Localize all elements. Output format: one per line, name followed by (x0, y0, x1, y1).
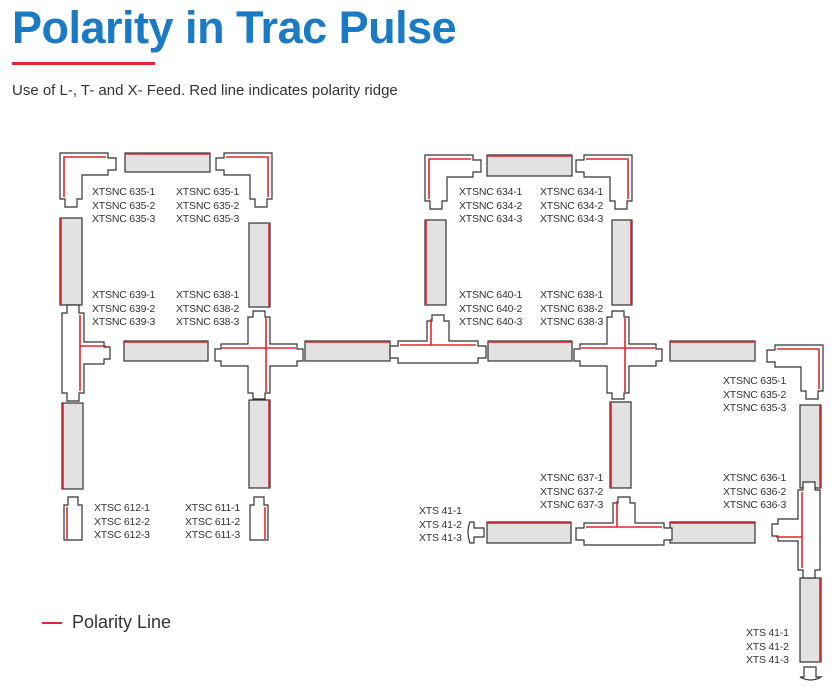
track-rail (487, 340, 573, 362)
part-number: XTSNC 639-3 (92, 316, 156, 328)
part-number: XTSC 611-2 (185, 515, 240, 528)
part-number: XTSNC 638-1 (176, 289, 240, 301)
part-number: XTSNC 635-3 (723, 402, 787, 414)
track-rail (59, 217, 83, 306)
part-number: XTS 41-1 (419, 505, 462, 517)
t-feed-connector (575, 496, 673, 546)
part-number: XTSNC 635-1 (176, 186, 240, 198)
track-rail (248, 399, 271, 489)
l-feed-connector (215, 152, 273, 208)
track-rail (799, 577, 822, 663)
track-rail (486, 521, 572, 544)
part-number: XTS 41-2 (419, 518, 462, 531)
part-number: XTSNC 637-2 (540, 485, 604, 498)
part-number: XTSC 612-2 (94, 515, 150, 528)
track-rail (61, 402, 84, 490)
x-feed-connector (214, 310, 304, 400)
part-number: XTSNC 639-1 (92, 289, 156, 301)
part-number: XTSNC 636-3 (723, 499, 787, 511)
track-rail (424, 219, 447, 306)
part-number: XTSNC 634-2 (459, 199, 523, 212)
end-cap (799, 666, 824, 681)
part-number: XTS 41-1 (746, 627, 789, 639)
t-feed-connector (771, 481, 821, 579)
polarity-line-swatch (42, 621, 62, 624)
part-number: XTSNC 634-3 (459, 213, 523, 225)
track-rail (609, 401, 632, 489)
part-number: XTSNC 635-3 (176, 213, 240, 225)
part-number: XTSNC 634-3 (540, 213, 604, 225)
x-feed-connector (573, 310, 663, 400)
part-number: XTSNC 635-1 (723, 375, 787, 387)
track-rail (669, 340, 756, 362)
t-feed-connector (61, 304, 111, 402)
legend-label: Polarity Line (72, 612, 172, 632)
part-number: XTSNC 635-1 (92, 186, 156, 198)
part-number: XTSNC 638-1 (540, 289, 604, 301)
page-title: Polarity in Trac Pulse (12, 2, 457, 53)
track-rail (669, 521, 756, 544)
part-number: XTSNC 640-1 (459, 289, 523, 301)
l-feed-connector (766, 344, 824, 400)
part-number: XTSC 611-1 (185, 502, 240, 514)
part-number: XTSNC 635-2 (723, 388, 787, 401)
part-number: XTSNC 637-1 (540, 472, 604, 484)
part-number: XTSNC 635-3 (92, 213, 156, 225)
track-rail (486, 154, 573, 177)
end-cap (249, 496, 269, 541)
part-number: XTSNC 640-3 (459, 316, 523, 328)
part-number: XTSNC 634-1 (540, 186, 604, 198)
title-underline (12, 62, 155, 65)
end-cap (63, 496, 83, 541)
part-number: XTS 41-3 (746, 654, 789, 666)
end-cap (467, 521, 485, 544)
track-rail (611, 219, 633, 306)
part-number: XTSNC 639-2 (92, 302, 156, 315)
part-number: XTSNC 636-1 (723, 472, 787, 484)
legend: Polarity Line (42, 612, 171, 633)
part-number: XTSNC 636-2 (723, 485, 787, 498)
page-subtitle: Use of L-, T- and X- Feed. Red line indi… (12, 82, 398, 99)
part-number: XTS 41-2 (746, 640, 789, 653)
track-rail (248, 222, 271, 308)
part-number: XTSNC 638-2 (540, 302, 604, 315)
part-number: XTSNC 637-3 (540, 499, 604, 511)
track-rail (304, 340, 391, 362)
part-number: XTSC 612-3 (94, 529, 150, 541)
track-rail (799, 404, 822, 489)
t-feed-connector (389, 314, 487, 364)
part-number: XTS 41-3 (419, 532, 462, 544)
part-number: XTSNC 635-2 (92, 199, 156, 212)
part-number: XTSNC 634-2 (540, 199, 604, 212)
part-number: XTSC 611-3 (185, 529, 240, 541)
track-rail (123, 340, 209, 362)
part-number: XTSC 612-1 (94, 502, 150, 514)
part-number: XTSNC 638-2 (176, 302, 240, 315)
part-number: XTSNC 635-2 (176, 199, 240, 212)
part-number: XTSNC 638-3 (540, 316, 604, 328)
part-number: XTSNC 640-2 (459, 302, 523, 315)
part-number: XTSNC 638-3 (176, 316, 240, 328)
l-feed-connector (59, 152, 117, 208)
track-rail (124, 152, 211, 173)
l-feed-connector (575, 154, 633, 210)
l-feed-connector (424, 154, 482, 210)
part-number: XTSNC 634-1 (459, 186, 523, 198)
